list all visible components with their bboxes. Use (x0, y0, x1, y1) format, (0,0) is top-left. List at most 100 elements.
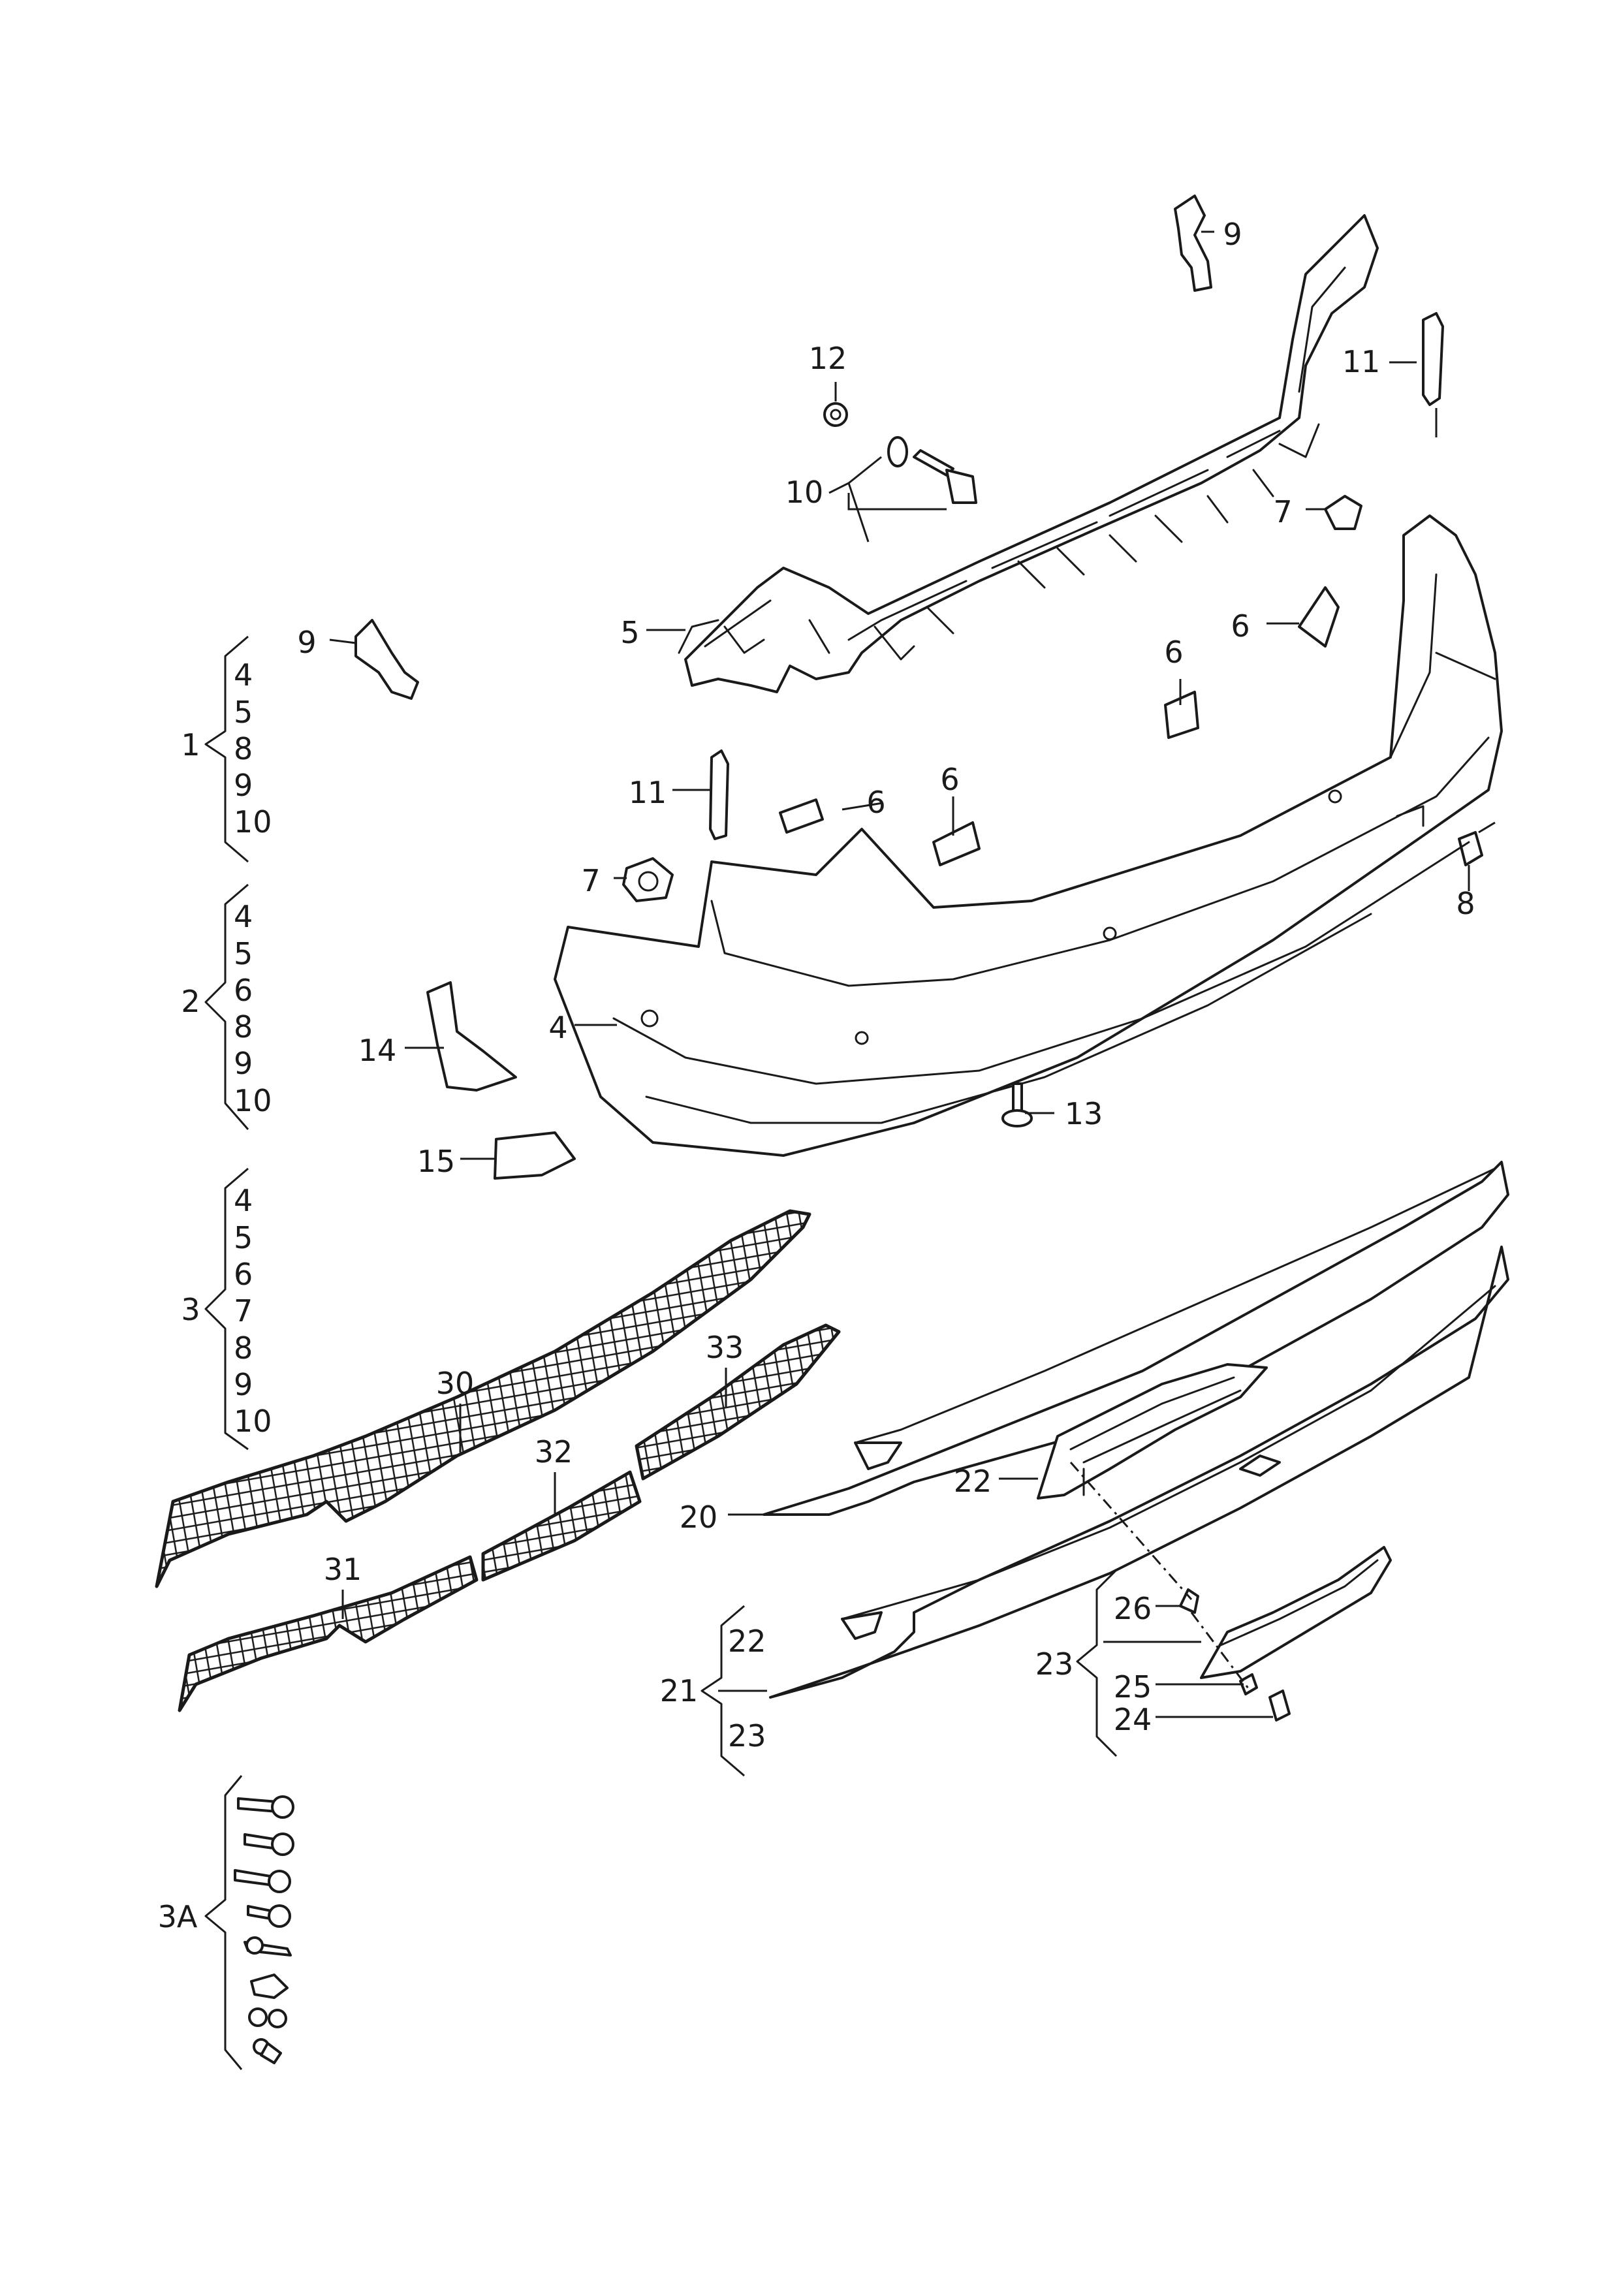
callout-11-right: 11 (1342, 344, 1381, 379)
rivet-5 (244, 1936, 292, 1957)
callout-20: 20 (680, 1500, 718, 1535)
clip-8 (253, 2038, 282, 2064)
group-3-item: 4 (234, 1183, 253, 1218)
group-2-item: 10 (234, 1083, 272, 1118)
bumper-carrier (678, 214, 1379, 693)
bracket-9-right (1174, 195, 1212, 292)
pad-6-d (932, 821, 981, 866)
callout-10: 10 (785, 475, 824, 510)
group-legend-3a: 3A (158, 1899, 198, 1934)
group-3-item: 5 (234, 1220, 253, 1255)
callout-22: 22 (954, 1464, 992, 1499)
nut-12 (823, 402, 848, 427)
callout-14: 14 (358, 1033, 397, 1068)
callout-6-d: 6 (940, 762, 959, 797)
callout-9-top: 9 (1223, 217, 1242, 252)
callout-30: 30 (436, 1366, 475, 1401)
clip-25 (1239, 1673, 1258, 1695)
grille-32 (481, 1470, 642, 1582)
callout-6-b: 6 (1164, 635, 1183, 670)
group-3-item: 6 (234, 1257, 253, 1292)
group-braces (204, 635, 1118, 2070)
group-3-item: 9 (234, 1367, 253, 1402)
brace-group-3a (204, 1775, 243, 2070)
callout-25: 25 (1114, 1669, 1152, 1705)
group-2-item: 8 (234, 1009, 253, 1045)
group-1-item: 9 (234, 768, 253, 803)
cap-8 (1458, 831, 1483, 866)
group-2-item: 6 (234, 973, 253, 1008)
callout-23: 23 (1035, 1646, 1074, 1682)
group-21-label: 21 (660, 1673, 699, 1708)
bolt-2 (244, 1832, 294, 1856)
callout-4: 4 (548, 1010, 567, 1045)
callout-15: 15 (417, 1144, 456, 1179)
group-2-item: 9 (234, 1046, 253, 1081)
guide-11-right (1422, 312, 1444, 406)
callout-6-c: 6 (866, 785, 885, 820)
callout-5: 5 (620, 615, 639, 650)
callout-7-right: 7 (1273, 494, 1292, 529)
group-legend-2: 2 4 5 6 8 9 10 (181, 899, 272, 1118)
bolt-1 (237, 1795, 294, 1819)
trim-14 (426, 981, 517, 1092)
pad-6-c (779, 798, 824, 834)
callout-labels: 9 12 10 11 7 5 9 6 6 11 6 6 7 8 14 4 13 … (297, 217, 1475, 1737)
callout-11-left: 11 (629, 775, 667, 810)
group-3a-label: 3A (158, 1899, 198, 1934)
clip-26 (1179, 1588, 1199, 1614)
guide-11-left (709, 749, 729, 840)
pad-6-a (1298, 586, 1340, 648)
group-2-item: 4 (234, 899, 253, 934)
brace-group-3 (204, 1167, 249, 1451)
callout-33: 33 (706, 1330, 744, 1365)
group-21-item: 23 (728, 1718, 766, 1753)
brace-group-23 (1076, 1569, 1118, 1757)
trim-15 (494, 1131, 576, 1180)
clip-7 (248, 2007, 287, 2028)
group-legend-3: 3 4 5 6 7 8 9 10 (181, 1183, 272, 1439)
clip-6 (250, 1974, 289, 1999)
callout-32: 32 (535, 1434, 573, 1470)
grille-30 (155, 1209, 811, 1588)
bolt-3 (234, 1869, 291, 1893)
callout-6-a: 6 (1231, 608, 1250, 644)
callout-8: 8 (1456, 886, 1475, 921)
bracket-9-left (354, 619, 419, 700)
bolt-washer-10 (887, 436, 977, 504)
group-3-label: 3 (181, 1292, 200, 1327)
clip-7-left (622, 857, 674, 902)
group-2-label: 2 (181, 984, 200, 1019)
pad-6-b (1164, 691, 1199, 739)
brace-group-2 (204, 883, 249, 1130)
callout-24: 24 (1114, 1702, 1152, 1737)
trim-23 (1200, 1546, 1392, 1679)
group-1-item: 5 (234, 695, 253, 730)
group-3-item: 8 (234, 1330, 253, 1366)
leader-lines (329, 230, 1496, 1718)
group-21-item: 22 (728, 1624, 766, 1659)
screw-24 (1268, 1690, 1291, 1722)
group-3-item: 7 (234, 1293, 253, 1329)
callout-7-left: 7 (581, 863, 600, 898)
group-3-item: 10 (234, 1404, 272, 1439)
callout-26: 26 (1114, 1591, 1152, 1626)
bolt-4 (247, 1904, 291, 1928)
grille-31 (178, 1555, 479, 1712)
callout-12: 12 (809, 341, 847, 376)
clip-7-right (1324, 495, 1362, 530)
group-2-item: 5 (234, 936, 253, 971)
grille-33 (635, 1323, 841, 1481)
callout-13: 13 (1065, 1096, 1103, 1131)
group-1-label: 1 (181, 727, 200, 763)
callout-9-left: 9 (297, 625, 316, 660)
bumper-cover (554, 514, 1503, 1157)
group-1-item: 8 (234, 731, 253, 766)
group-legend-21: 21 22 23 (660, 1624, 766, 1753)
fastener-kit-3a (234, 1795, 294, 2064)
callout-31: 31 (324, 1552, 362, 1587)
group-1-item: 10 (234, 804, 272, 840)
brace-group-1 (204, 635, 249, 863)
